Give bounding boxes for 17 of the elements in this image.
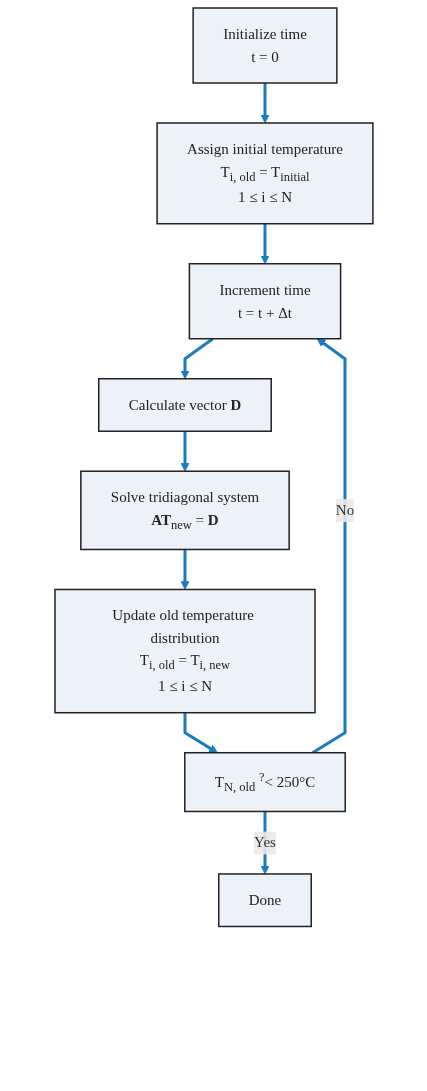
node-box: Assign initial temperature T$_{i, old}$ = T$_{initial}$ 1 ≤ i ≤ N bbox=[155, 122, 374, 225]
node-box: Solve tridiagonal system AT$_{new}$ = D bbox=[79, 470, 290, 551]
arrow bbox=[180, 337, 214, 380]
node-box: Increment time t = t + Δt bbox=[188, 263, 341, 340]
edge-label: No bbox=[335, 502, 354, 519]
arrow bbox=[311, 338, 347, 754]
node-box: Update old temperature distribution T$_{i, old}$ = T$_{i, new}$ 1 ≤ i ≤ N bbox=[53, 588, 316, 714]
node-box: T$_{N, old}$ $^{?}$< 250°C bbox=[183, 751, 346, 813]
edge-label: Yes bbox=[253, 834, 276, 851]
node-box: Initialize time t = 0 bbox=[191, 7, 338, 84]
arrow bbox=[260, 83, 269, 124]
node-box: Calculate vector D bbox=[97, 378, 272, 432]
node-box: Done bbox=[217, 873, 312, 928]
arrow bbox=[260, 223, 269, 265]
arrow bbox=[183, 712, 218, 754]
arrow bbox=[180, 431, 189, 472]
arrow bbox=[180, 549, 189, 590]
